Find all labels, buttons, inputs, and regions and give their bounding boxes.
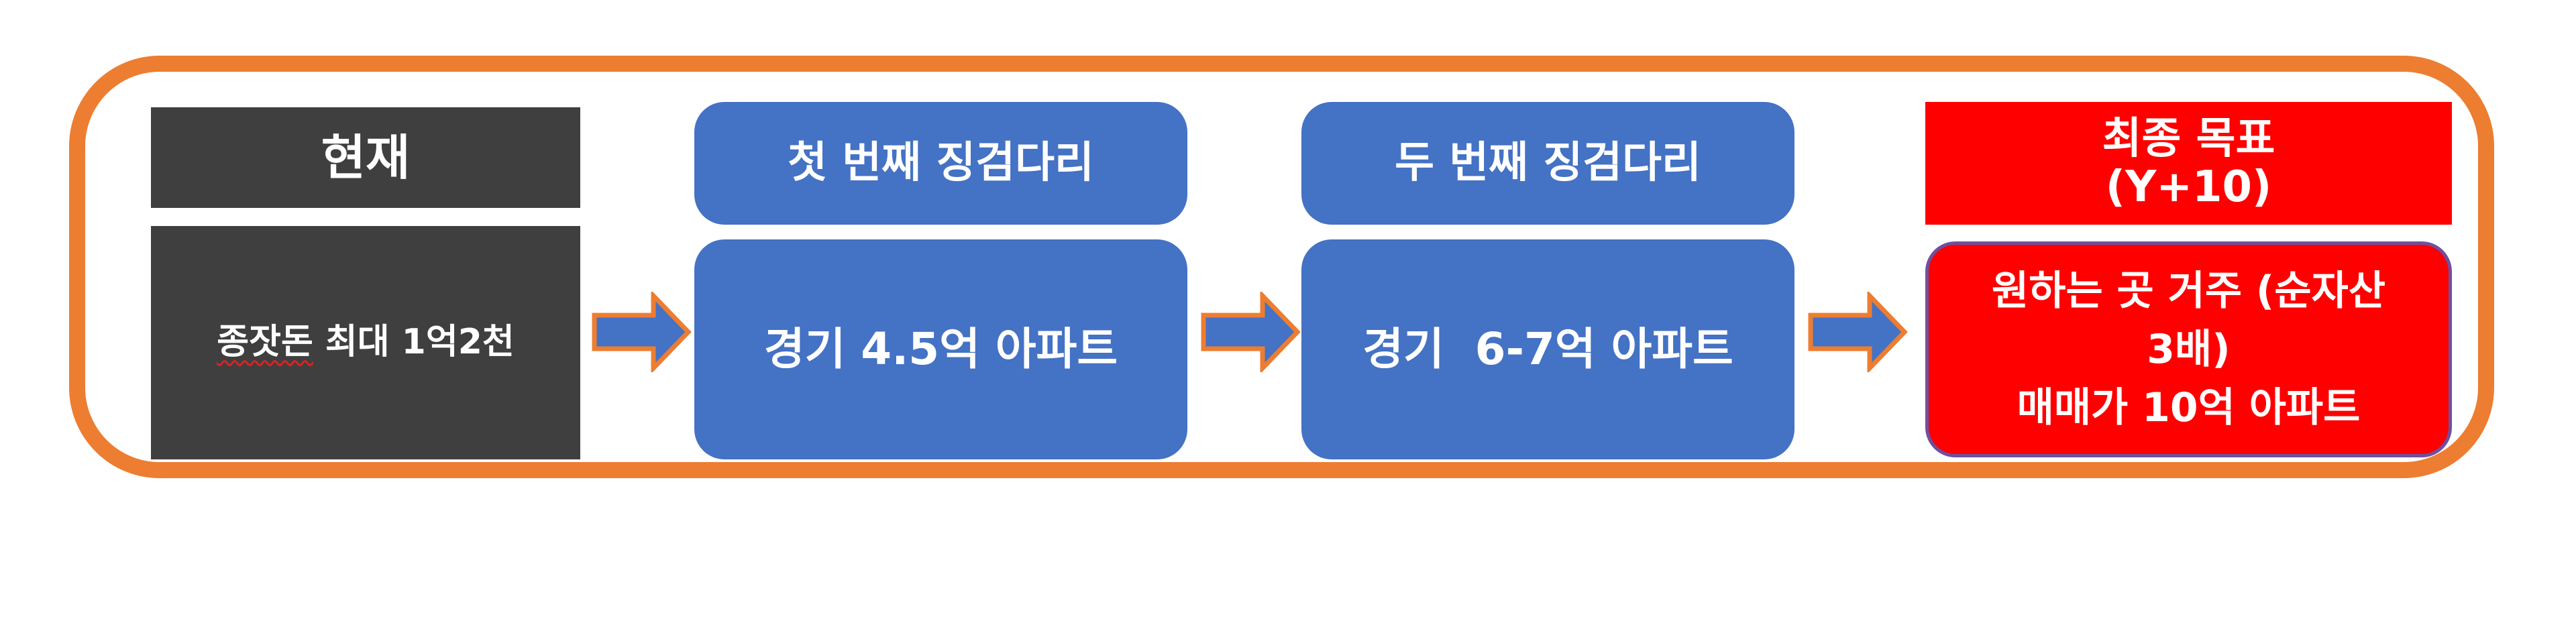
stage-second-step-body: 경기 6-7억 아파트 [1301, 239, 1794, 459]
stage-current-header: 현재 [151, 107, 580, 208]
stage-second-step-title: 두 번째 징검다리 [1395, 137, 1701, 188]
stage-first-step-title: 첫 번째 징검다리 [788, 137, 1094, 188]
right-arrow-icon [1808, 292, 1908, 372]
stage-current-body: 종잣돈 최대 1억2천 [151, 226, 580, 459]
stage-final-goal-text: 원하는 곳 거주 (순자산 3배) 매매가 10억 아파트 [1992, 267, 2385, 431]
stage-second-step-header: 두 번째 징검다리 [1301, 102, 1794, 225]
stage-final-goal-title: 최종 목표 (Y+10) [2102, 113, 2275, 212]
stage-current-text: 종잣돈 최대 1억2천 [217, 322, 515, 363]
stage-final-goal-header: 최종 목표 (Y+10) [1925, 102, 2452, 225]
stage-first-step-body: 경기 4.5억 아파트 [694, 239, 1187, 459]
right-arrow-icon [592, 292, 692, 372]
right-arrow-icon [1201, 292, 1301, 372]
stage-second-step-text: 경기 6-7억 아파트 [1362, 323, 1733, 376]
seed-money-label: 종잣돈 [217, 322, 313, 363]
stage-first-step-text: 경기 4.5억 아파트 [763, 323, 1118, 376]
seed-money-amount: 최대 1억2천 [313, 322, 515, 363]
stage-current-title: 현재 [321, 129, 411, 186]
roadmap-frame [69, 56, 2494, 478]
stage-first-step-header: 첫 번째 징검다리 [694, 102, 1187, 225]
stage-final-goal-body: 원하는 곳 거주 (순자산 3배) 매매가 10억 아파트 [1925, 241, 2452, 457]
